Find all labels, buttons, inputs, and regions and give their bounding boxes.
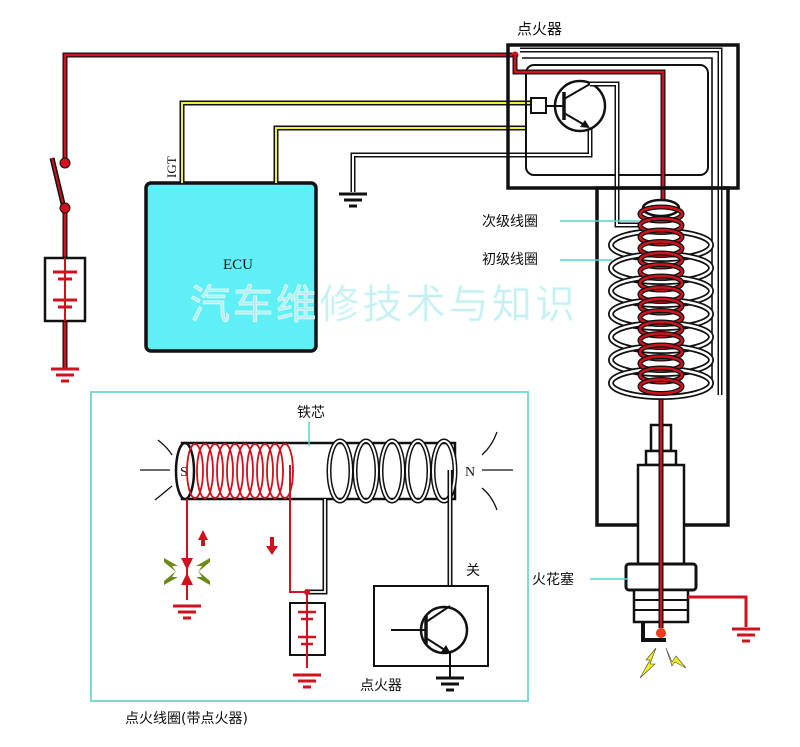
secondary-winding <box>266 443 284 499</box>
primary-winding <box>432 440 456 502</box>
off-label: 关 <box>466 563 480 579</box>
secondary-winding <box>186 443 204 499</box>
iron-core-label: 铁芯 <box>297 405 325 421</box>
secondary-winding <box>226 443 244 499</box>
battery-icon <box>43 256 87 323</box>
lightning-icon <box>639 647 657 679</box>
spark-icon <box>164 558 210 585</box>
spark-plug <box>624 400 748 679</box>
battery-icon <box>289 602 326 668</box>
watermark: 汽车维修技术与知识 <box>190 282 575 328</box>
current-arrow-icon <box>266 537 278 555</box>
secondary-winding <box>216 443 234 499</box>
lightning-icon <box>665 647 687 669</box>
spark-icon <box>656 628 666 638</box>
spark-plug-label: 火花塞 <box>532 571 574 588</box>
primary-coil-label: 初级线圈 <box>482 251 538 268</box>
current-arrow-icon <box>198 530 208 546</box>
magnetic-field-arrows <box>140 431 513 511</box>
primary-winding <box>354 440 378 502</box>
igt-signal-wire <box>179 100 530 183</box>
igniter-ground-wire <box>350 120 593 192</box>
primary-winding <box>406 440 430 502</box>
transistor-icon <box>546 79 642 228</box>
ground-icon <box>49 367 81 383</box>
south-pole-label: S <box>180 465 188 480</box>
ground-icon <box>730 627 762 643</box>
inset-panel: S 铁芯 N <box>90 391 529 702</box>
secondary-winding <box>246 443 264 499</box>
ignition-switch <box>49 157 71 214</box>
secondary-winding <box>196 443 214 499</box>
primary-winding <box>380 440 404 502</box>
ecu-box: ECU <box>144 181 318 353</box>
north-pole-label: N <box>465 465 475 480</box>
igniter-label: 点火器 <box>517 20 562 38</box>
ground-icon <box>337 192 369 208</box>
inset-caption: 点火线圈(带点火器) <box>125 711 248 727</box>
inset-igniter-label: 点火器 <box>360 678 402 694</box>
secondary-winding <box>256 443 274 499</box>
igt-label: IGT <box>164 156 179 178</box>
ecu-label: ECU <box>223 257 253 273</box>
transistor-icon <box>391 605 469 677</box>
ignition-coil <box>608 198 714 400</box>
secondary-coil-label: 次级线圈 <box>482 214 538 230</box>
secondary-winding <box>206 443 224 499</box>
primary-winding <box>328 440 352 502</box>
secondary-winding <box>276 443 294 499</box>
secondary-winding <box>236 443 254 499</box>
